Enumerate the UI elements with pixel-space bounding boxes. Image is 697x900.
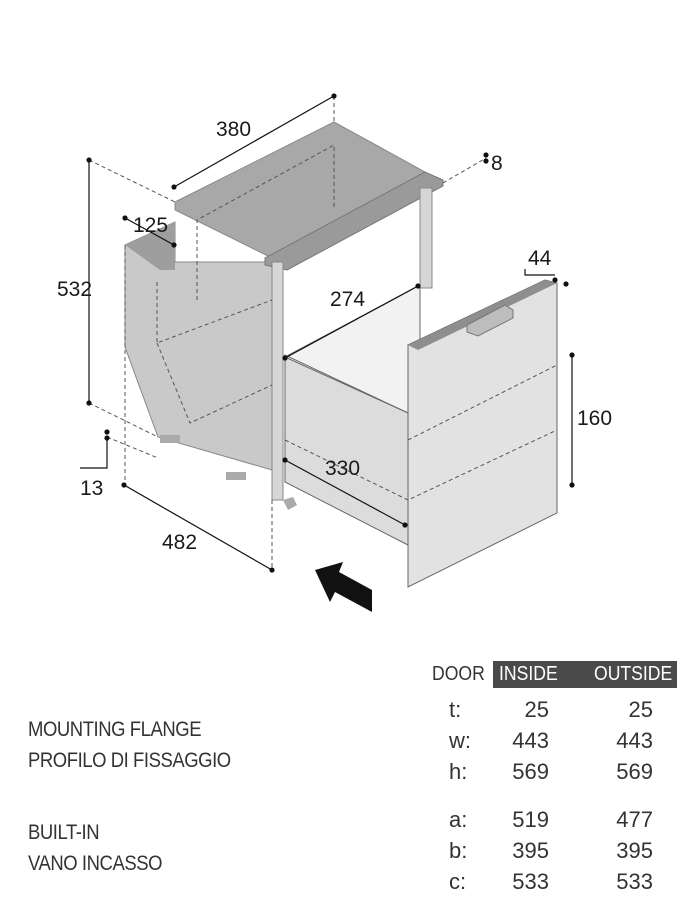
outside-value: 533 xyxy=(616,869,653,894)
row-key: w: xyxy=(449,728,471,753)
dim-274: 274 xyxy=(330,288,365,311)
inside-value: 533 xyxy=(512,869,549,894)
dim-330: 330 xyxy=(325,457,360,480)
inside-value: 569 xyxy=(512,759,549,784)
back-post xyxy=(419,187,433,289)
built-in-label: BUILT-IN xyxy=(28,821,100,844)
table-header-band xyxy=(493,661,677,688)
outside-value: 395 xyxy=(616,838,653,863)
door-top-edge xyxy=(408,280,557,350)
dim-125: 125 xyxy=(133,214,168,237)
insertion-arrow-icon xyxy=(315,562,372,612)
outside-header: OUTSIDE xyxy=(594,663,673,685)
outside-value: 569 xyxy=(616,759,653,784)
dim-8: 8 xyxy=(491,152,503,175)
cabinet-foot xyxy=(283,497,297,510)
row-key: t: xyxy=(449,697,462,722)
row-key: h: xyxy=(449,759,468,784)
inside-value: 395 xyxy=(512,838,549,863)
door-header: DOOR xyxy=(432,663,485,685)
cabinet-foot xyxy=(160,435,180,443)
mounting-flange-bar xyxy=(264,171,444,271)
profilo-label: PROFILO DI FISSAGGIO xyxy=(28,749,231,772)
outside-value: 25 xyxy=(628,697,653,722)
cabinet-step-top xyxy=(125,222,175,270)
row-key: b: xyxy=(449,838,468,863)
row-key: c: xyxy=(449,869,467,894)
outside-value: 443 xyxy=(616,728,653,753)
inside-header: INSIDE xyxy=(499,663,558,685)
row-key: a: xyxy=(449,807,468,832)
dim-44: 44 xyxy=(528,247,552,270)
front-post xyxy=(271,261,284,501)
cabinet-foot xyxy=(226,472,246,480)
vano-incasso-label: VANO INCASSO xyxy=(28,852,163,875)
door-handle xyxy=(466,304,514,337)
dim-482: 482 xyxy=(162,531,197,554)
inside-value: 25 xyxy=(524,697,549,722)
inside-value: 519 xyxy=(512,807,549,832)
cabinet-top-plate xyxy=(174,121,427,259)
dim-160: 160 xyxy=(577,407,612,430)
dim-13: 13 xyxy=(80,477,103,500)
outside-value: 477 xyxy=(616,807,653,832)
mounting-flange-label: MOUNTING FLANGE xyxy=(28,718,202,741)
dim-532: 532 xyxy=(57,278,92,301)
dim-380: 380 xyxy=(216,118,251,141)
inside-value: 443 xyxy=(512,728,549,753)
fridge-drawer-diagram: 380 8 532 125 44 274 160 330 13 482 xyxy=(57,93,612,612)
